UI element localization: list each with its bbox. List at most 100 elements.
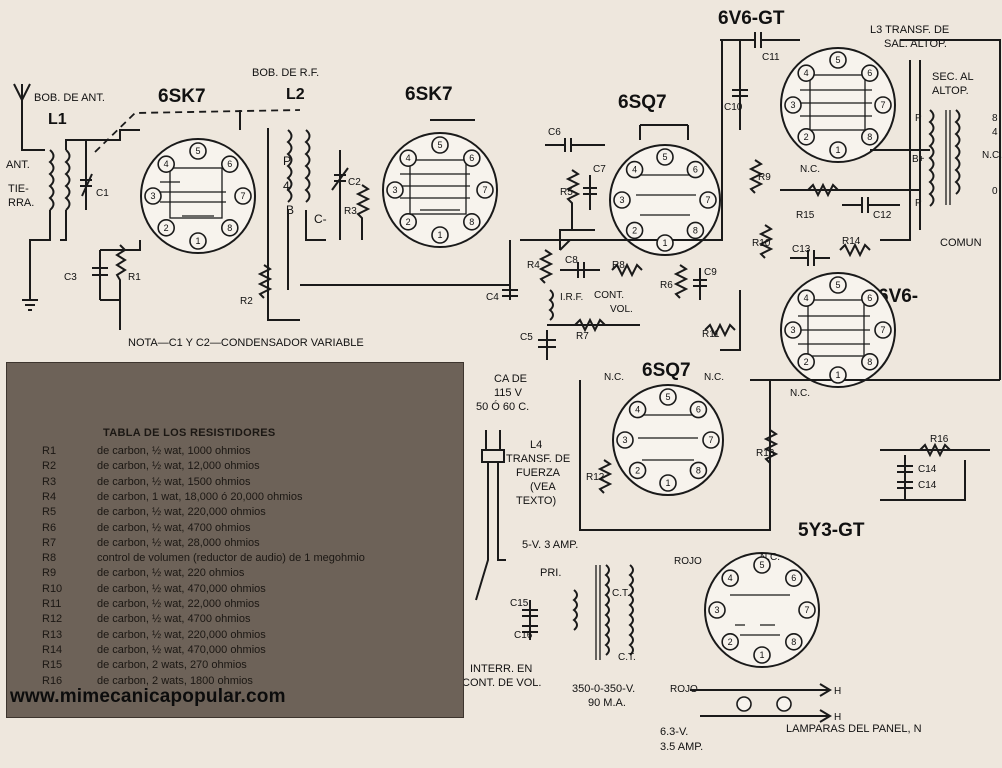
tube-3-pin-1	[656, 234, 674, 252]
tube-2-pin-7	[476, 181, 494, 199]
tube-3-name: 6SQ7	[618, 92, 667, 113]
tube-4-pin-2	[797, 128, 815, 146]
tube-2-pin-3	[386, 181, 404, 199]
label-l3-1: L3 TRANSF. DE	[870, 24, 949, 36]
tube-1-pin-2	[157, 219, 175, 237]
svg-text:8: 8	[992, 113, 998, 124]
svg-text:0: 0	[992, 186, 998, 197]
table-row: R5 de carbon, ½ wat, 220,000 ohmios	[42, 506, 266, 518]
label-r11: R11	[702, 329, 720, 340]
tube-2-pin-8	[463, 213, 481, 231]
tube-7-pin-3	[708, 601, 726, 619]
tube-3-pin-3	[613, 191, 631, 209]
label-ca-2: 115 V	[494, 387, 523, 399]
tube-4-pin-3	[784, 96, 802, 114]
tube-4-pin-5-label: 5	[835, 55, 840, 65]
resistor-code: R12	[42, 613, 63, 626]
tube-3-pin-6-label: 6	[693, 165, 698, 175]
tube-3-pin-7	[699, 191, 717, 209]
tube-7-pin-4	[721, 569, 739, 587]
tube-4-name: 6V6-GT	[718, 8, 785, 29]
tube-2-pin-5	[431, 136, 449, 154]
tube-4-pin-5	[829, 51, 847, 69]
label-c1: C1	[96, 188, 109, 199]
resistor-code: R8	[42, 552, 57, 565]
tube-3-pin-4-label: 4	[632, 165, 637, 175]
tube-4-pin-7	[874, 96, 892, 114]
label-l1: L1	[48, 111, 67, 128]
tube-2-pin-7-label: 7	[482, 185, 487, 195]
label-c7: C7	[593, 164, 606, 175]
svg-text:B+: B+	[912, 154, 925, 165]
label-sec-1: SEC. AL	[932, 71, 974, 83]
antenna-symbol	[13, 83, 45, 151]
label-bob-ant: BOB. DE ANT.	[34, 92, 105, 104]
power-plug-icon	[475, 430, 506, 601]
resistor-code: R11	[42, 598, 62, 610]
label-r4: R4	[527, 260, 540, 271]
svg-text:4: 4	[992, 127, 998, 138]
resistor-desc: de carbon, 2 wats, 270 ohmios	[97, 659, 247, 672]
label-tierra-1: TIE-	[8, 183, 29, 195]
tube-1-pin-6-label: 6	[227, 159, 232, 169]
tube-1-pin-3-label: 3	[150, 191, 155, 201]
label-l4-2: TRANSF. DE	[506, 453, 570, 465]
tube-5-pin-8	[861, 353, 879, 371]
tube-1-pin-4	[157, 155, 175, 173]
tube-7-pin-3-label: 3	[714, 605, 719, 615]
tube-5-pin-5-label: 5	[835, 280, 840, 290]
label-bob-rf: BOB. DE R.F.	[252, 67, 319, 79]
label-c9: C9	[704, 267, 717, 278]
tube-5-pin-6-label: 6	[867, 293, 872, 303]
resistor-code: R13	[42, 628, 63, 641]
tube-2-pin-6-label: 6	[469, 153, 474, 163]
tube-5-pin-8-label: 8	[867, 357, 872, 367]
tube-7-pin-1-label: 1	[759, 650, 764, 660]
label-nc-e: N.C.	[760, 552, 780, 563]
label-ca-3: 50 Ó 60 C.	[476, 400, 529, 413]
tube-5-pin-1-label: 1	[835, 370, 840, 380]
resistor-desc: de carbon, 1 wat, 18,000 ó 20,000 ohmios	[97, 490, 303, 503]
resistor-code: R16	[42, 674, 63, 687]
resistor-desc: de carbon, ½ wat, 28,000 ohmios	[97, 536, 260, 549]
label-cont-vol-1: CONT.	[594, 290, 624, 301]
label-c16: C16	[514, 630, 533, 641]
label-pri: PRI.	[540, 567, 561, 579]
table-title: TABLA DE LOS RESISTIDORES	[103, 427, 276, 439]
tube-6-pin-6	[689, 400, 708, 419]
label-r2: R2	[240, 296, 253, 307]
tube-5-pin-2-label: 2	[804, 357, 809, 367]
label-nc-a: N.C.	[800, 164, 820, 175]
resistor-desc: de carbon, ½ wat, 4700 ohmios	[97, 521, 251, 534]
tube-4-pin-4	[797, 64, 815, 82]
tube-4-pin-1	[829, 141, 847, 159]
tube-3-pin-5-label: 5	[662, 152, 667, 162]
svg-text:P: P	[915, 113, 922, 124]
tube-7-name: 5Y3-GT	[798, 520, 865, 541]
tube-1-pin-7-label: 7	[240, 191, 245, 201]
label-5v: 5-V. 3 AMP.	[522, 539, 578, 551]
resistor-desc: de carbon, ½ wat, 220,000 ohmios	[97, 506, 266, 519]
tube-7-pin-5-label: 5	[759, 560, 764, 570]
resistor-code: R6	[42, 521, 57, 534]
resistor-code: R5	[42, 506, 57, 519]
label-sec-2: ALTOP.	[932, 85, 969, 97]
label-r6: R6	[660, 280, 673, 291]
tube-5-pin-7-label: 7	[880, 325, 885, 335]
label-r5: R5	[560, 187, 573, 198]
label-r8: R8	[612, 260, 625, 271]
label-ca-1: CA DE	[494, 373, 527, 385]
label-interr-2: CONT. DE VOL.	[462, 677, 541, 689]
tube-3-pin-2-label: 2	[632, 225, 637, 235]
label-ct-1: C.T.	[612, 588, 630, 599]
resistor-desc: de carbon, ½ wat, 470,000 ohmios	[97, 643, 266, 656]
tube-6-pin-3	[616, 431, 634, 449]
tube-5-pin-6	[861, 289, 879, 307]
